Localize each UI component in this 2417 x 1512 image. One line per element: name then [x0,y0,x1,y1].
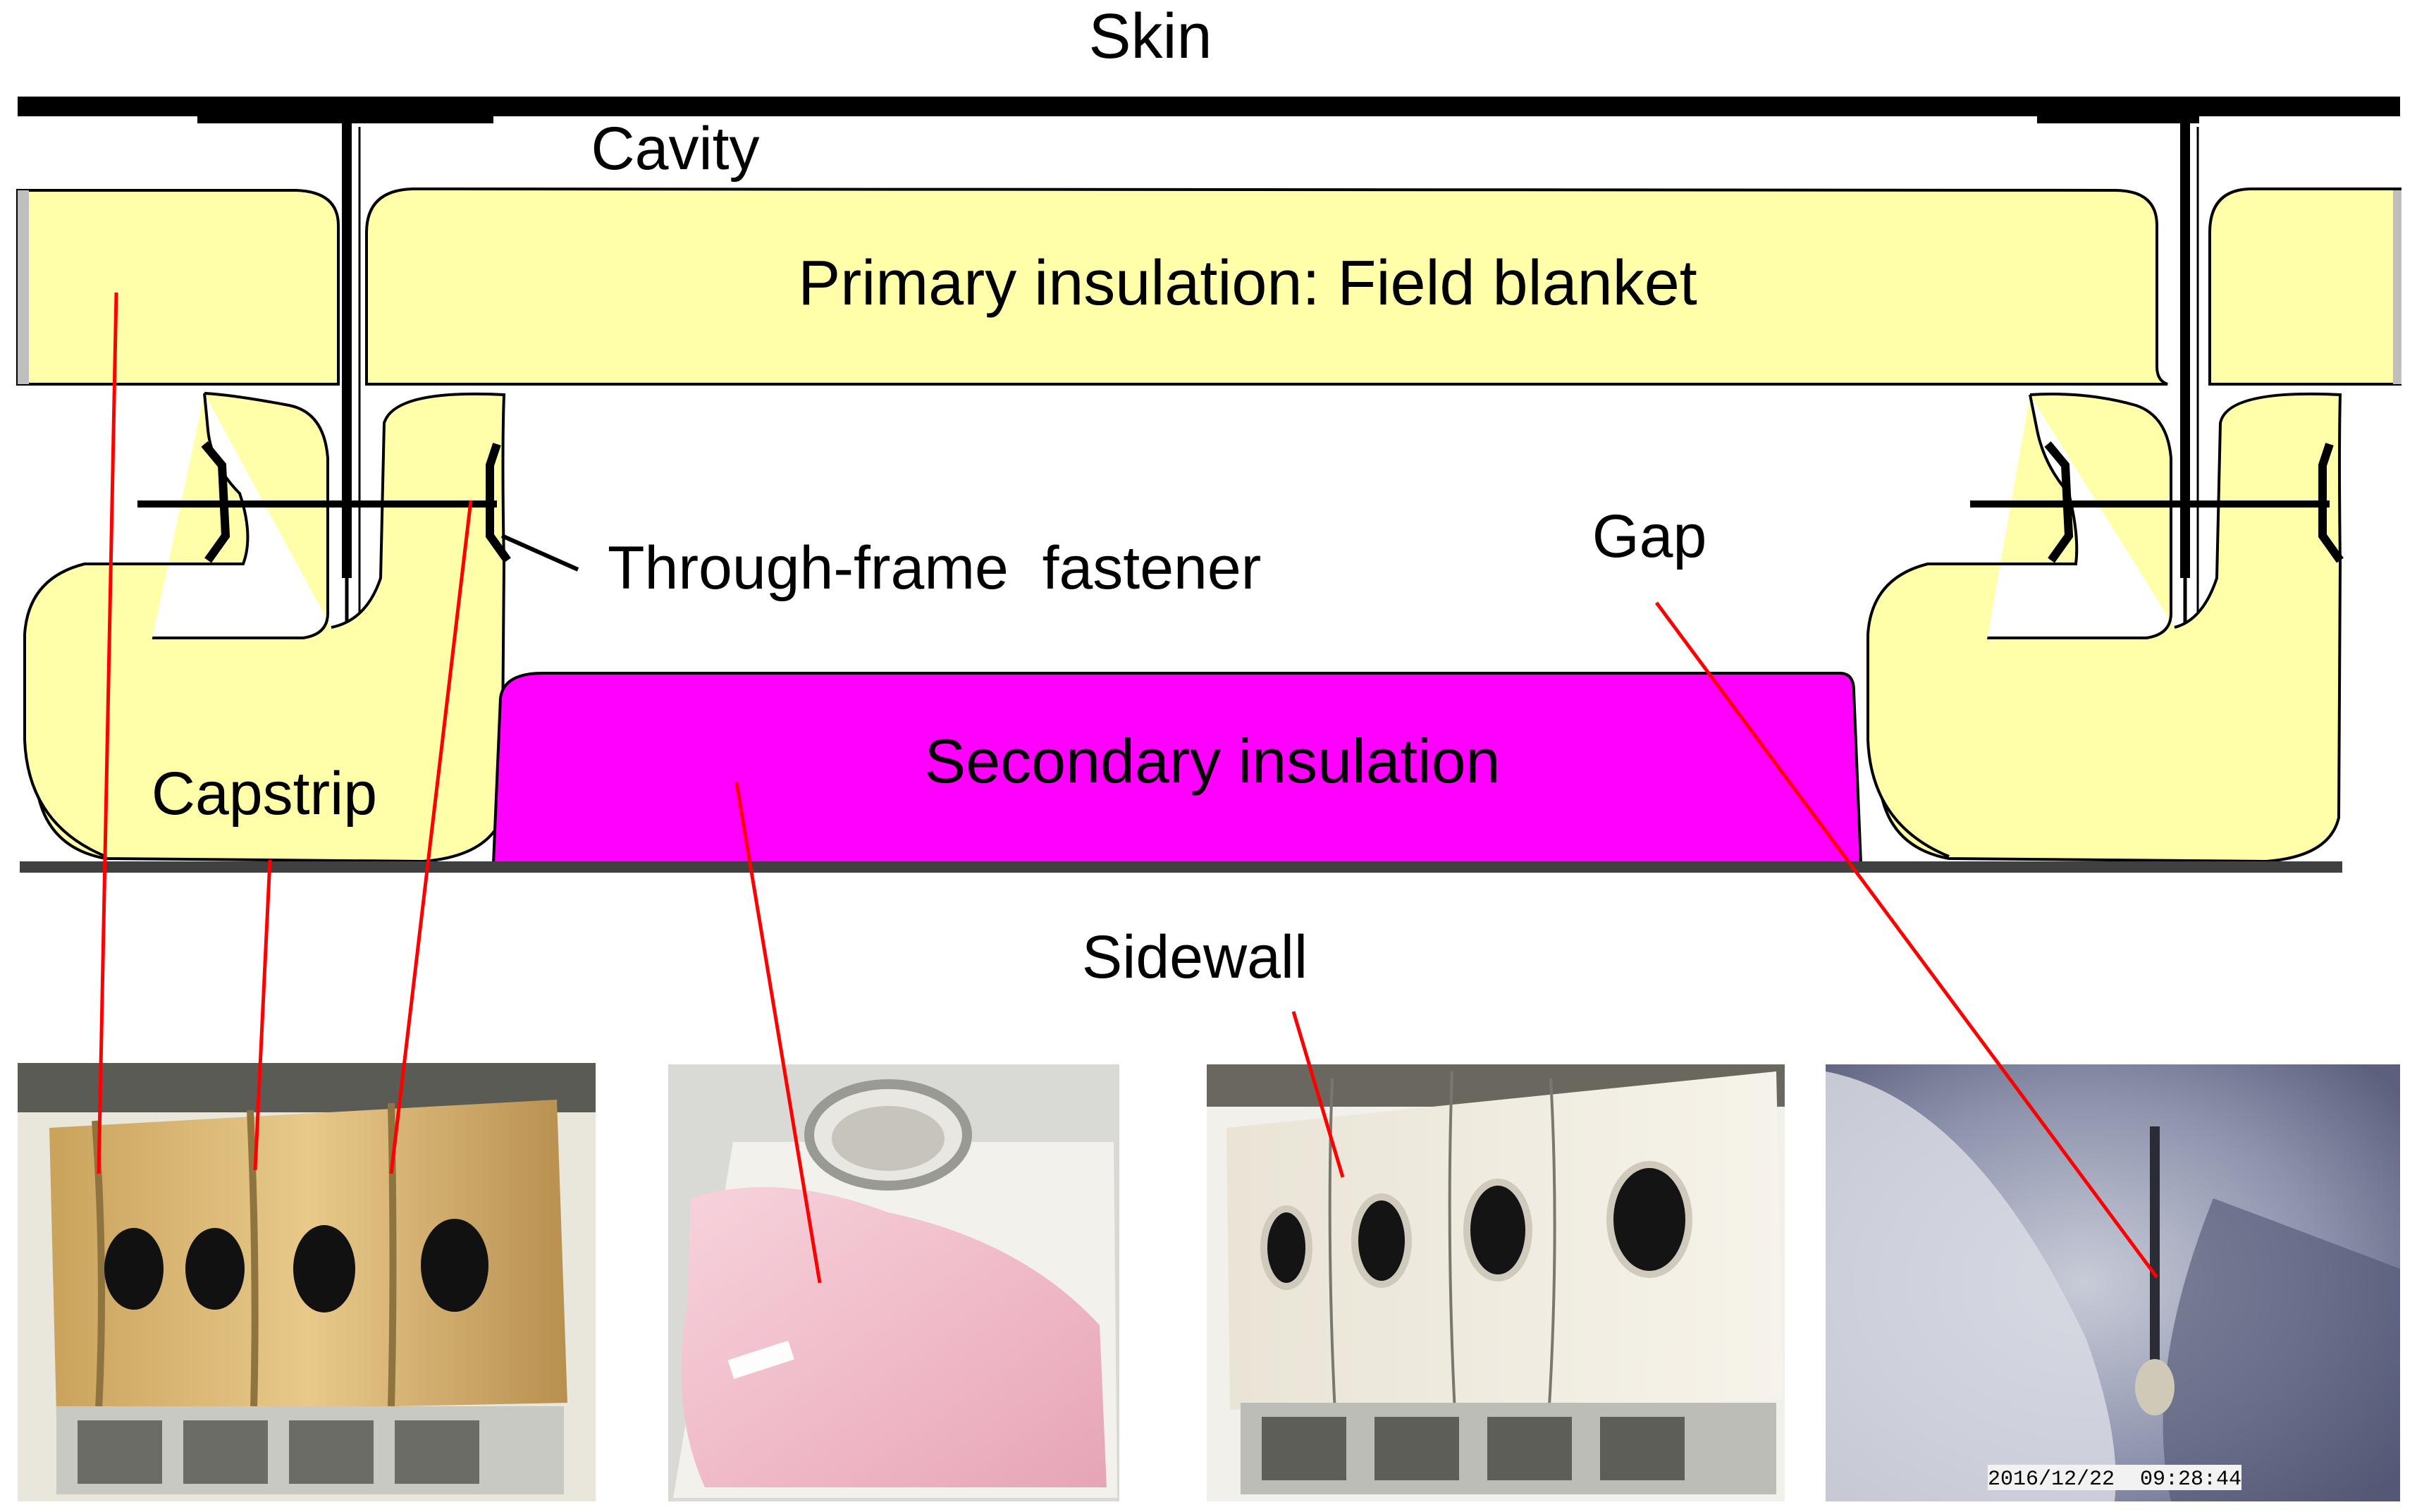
leader-capstrip-center [253,859,272,1171]
field-blanket-left [16,189,340,386]
leader-lines [97,292,2159,1284]
capstrip-label: Capstrip [152,760,377,828]
photo-timestamp: 2016/12/22 09:28:44 [1988,1468,2241,1492]
leader-gap [1654,601,2159,1279]
sidewall-line [20,861,2342,873]
photo-sidewall [1207,1064,1785,1501]
blanket-edge-right [2393,190,2401,384]
fastener-right [1970,441,2344,563]
primary-insulation-label: Primary insulation: Field blanket [798,248,1697,319]
leader-field-blanket [97,292,118,1174]
skin-bar [18,97,2400,116]
fastener-pointer [500,534,579,572]
photo-gap-borescope: 2016/12/22 09:28:44 [1826,1064,2400,1501]
field-blanket-main [365,187,2168,386]
photo-secondary-insulation [668,1064,1119,1501]
blanket-edge-left [18,190,29,384]
photo-field-blankets [18,1063,596,1501]
fastener-label: Through-frame fastener [608,534,1261,602]
secondary-insulation-label: Secondary insulation [925,726,1501,796]
leader-secondary-insulation [734,782,822,1284]
fastener-left [137,441,511,563]
skin-label: Skin [1088,1,1212,72]
field-blanket-right [2208,188,2401,386]
sidewall-label: Sidewall [1082,923,1308,991]
primary-insulation [16,187,2401,386]
leader-capstrip-right [389,500,473,1174]
leader-sidewall [1291,1011,1345,1178]
gap-label: Gap [1592,503,1707,570]
cavity-label: Cavity [591,115,760,183]
capstrip-left [23,392,506,863]
capstrip-right [1866,392,2342,863]
